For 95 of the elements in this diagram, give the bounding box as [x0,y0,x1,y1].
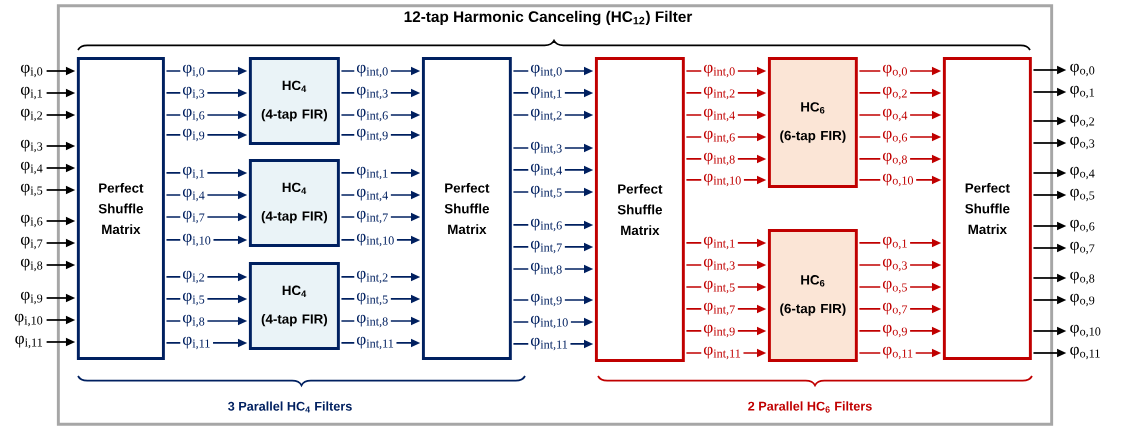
signal-label: φ$_{o,7}$ [1070,241,1095,255]
filter-box: HC$_{6}$ (6-tap FIR) [767,229,858,362]
brace-label: 2 Parallel HC$_{6}$ Filters [748,401,872,413]
edge-label: φ$_{o,0}$ [880,62,911,80]
edge-label: φ$_{int,4}$ [528,161,565,179]
edge-label: φ$_{i,11}$ [180,334,214,352]
edge-label: φ$_{int,8}$ [701,150,738,168]
signal-label: φ$_{o,5}$ [1070,188,1095,202]
edge-label: φ$_{int,6}$ [528,216,565,234]
signal-label: φ$_{i,5}$ [20,183,43,197]
edge-label: φ$_{int,3}$ [354,84,391,102]
signal-label: φ$_{i,0}$ [20,64,43,78]
edge-label: φ$_{int,10}$ [701,171,744,189]
edge-label: φ$_{int,7}$ [354,208,391,226]
brace-label: 3 Parallel HC$_{4}$ Filters [228,401,352,413]
edge-label: φ$_{o,9}$ [880,322,911,340]
filter-box: HC$_{4}$ (4-tap FIR) [248,159,340,247]
edge-label: φ$_{o,4}$ [880,106,911,124]
signal-label: φ$_{o,11}$ [1070,346,1100,360]
signal-label: φ$_{i,9}$ [20,291,43,305]
edge-label: φ$_{int,9}$ [354,126,391,144]
filter-box: HC$_{4}$ (4-tap FIR) [248,57,340,145]
edge-label: φ$_{int,8}$ [528,260,565,278]
edge-label: φ$_{int,2}$ [701,84,738,102]
signal-label: φ$_{i,1}$ [20,86,42,100]
signal-label: φ$_{o,9}$ [1070,293,1095,307]
edge-label: φ$_{o,10}$ [880,171,917,189]
signal-label: φ$_{i,10}$ [14,313,43,327]
signal-label: φ$_{i,3}$ [20,139,43,153]
edge-label: φ$_{o,2}$ [880,84,911,102]
signal-label: φ$_{o,10}$ [1070,324,1101,338]
edge-label: φ$_{int,7}$ [701,300,738,318]
edge-label: φ$_{i,10}$ [180,231,214,249]
edge-label: φ$_{i,9}$ [180,126,208,144]
signal-label: φ$_{i,6}$ [20,214,43,228]
edge-label: φ$_{i,0}$ [180,62,208,80]
signal-label: φ$_{o,8}$ [1070,271,1095,285]
edge-label: φ$_{int,5}$ [528,183,565,201]
edge-label: φ$_{int,1}$ [354,164,391,182]
edge-label: φ$_{o,11}$ [880,344,916,362]
edge-label: φ$_{int,3}$ [701,256,738,274]
edge-label: φ$_{int,6}$ [701,128,738,146]
signal-label: φ$_{i,7}$ [20,236,43,250]
edge-label: φ$_{o,1}$ [880,234,911,252]
edge-label: φ$_{int,11}$ [701,344,744,362]
shuffle-matrix-box: Perfect Shuffle Matrix [76,57,165,360]
edge-label: φ$_{int,4}$ [354,186,391,204]
signal-label: φ$_{i,4}$ [20,161,43,175]
edge-label: φ$_{o,3}$ [880,256,911,274]
edge-label: φ$_{i,2}$ [180,268,208,286]
edge-label: φ$_{int,0}$ [528,62,565,80]
edge-label: φ$_{i,5}$ [180,290,208,308]
edge-label: φ$_{o,6}$ [880,128,911,146]
edge-label: φ$_{int,7}$ [528,238,565,256]
edge-label: φ$_{i,1}$ [180,164,208,182]
filter-box: HC$_{6}$ (6-tap FIR) [767,57,858,188]
edge-label: φ$_{int,9}$ [528,291,565,309]
edge-label: φ$_{i,3}$ [180,84,208,102]
edge-label: φ$_{int,10}$ [354,231,397,249]
edge-label: φ$_{int,8}$ [354,312,391,330]
signal-label: φ$_{o,6}$ [1070,219,1095,233]
signal-label: φ$_{i,8}$ [20,258,43,272]
edge-label: φ$_{int,1}$ [528,84,565,102]
edge-label: φ$_{o,7}$ [880,300,911,318]
edge-label: φ$_{int,11}$ [528,335,571,353]
shuffle-matrix-box: Perfect Shuffle Matrix [942,57,1032,360]
edge-label: φ$_{int,6}$ [354,106,391,124]
signal-label: φ$_{o,4}$ [1070,166,1095,180]
edge-label: φ$_{int,2}$ [354,268,391,286]
edge-label: φ$_{i,4}$ [180,186,208,204]
edge-label: φ$_{int,4}$ [701,106,738,124]
edge-label: φ$_{o,5}$ [880,278,911,296]
signal-label: φ$_{i,2}$ [20,108,43,122]
edge-label: φ$_{i,7}$ [180,208,208,226]
signal-label: φ$_{o,1}$ [1070,85,1095,99]
signal-label: φ$_{o,3}$ [1070,136,1095,150]
edge-label: φ$_{int,3}$ [528,139,565,157]
edge-label: φ$_{int,5}$ [701,278,738,296]
edge-label: φ$_{int,0}$ [354,62,391,80]
edge-label: φ$_{int,0}$ [701,62,738,80]
shuffle-matrix-box: Perfect Shuffle Matrix [421,57,512,360]
edge-label: φ$_{int,1}$ [701,234,738,252]
edge-label: φ$_{i,8}$ [180,312,208,330]
signal-label: φ$_{i,11}$ [15,335,42,349]
edge-label: φ$_{int,10}$ [528,313,571,331]
signal-label: φ$_{o,0}$ [1070,63,1095,77]
shuffle-matrix-box: Perfect Shuffle Matrix [594,57,685,362]
edge-label: φ$_{int,5}$ [354,290,391,308]
signal-label: φ$_{o,2}$ [1070,114,1095,128]
filter-box: HC$_{4}$ (4-tap FIR) [248,262,340,350]
edge-label: φ$_{int,9}$ [701,322,738,340]
edge-label: φ$_{int,2}$ [528,106,565,124]
edge-label: φ$_{o,8}$ [880,150,911,168]
edge-label: φ$_{i,6}$ [180,106,208,124]
edge-label: φ$_{int,11}$ [354,334,397,352]
